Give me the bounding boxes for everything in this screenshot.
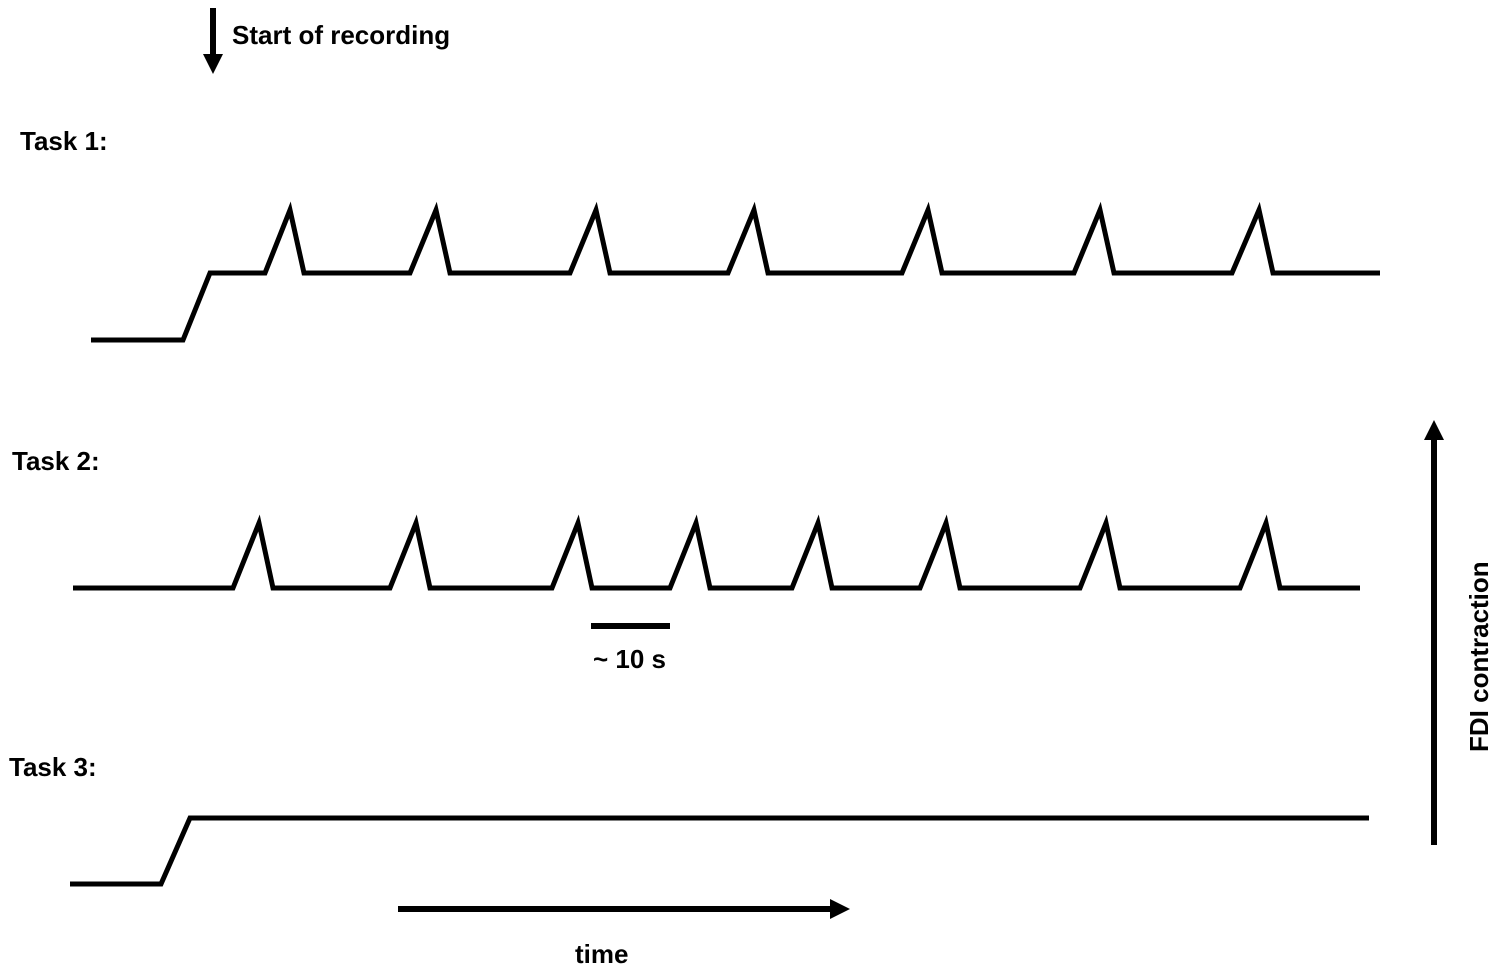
task-3-trace (70, 815, 1369, 887)
force-axis-arrow-head (1424, 420, 1444, 440)
time-axis-label: time (575, 939, 628, 969)
start-of-recording-label: Start of recording (232, 20, 450, 50)
task-1-trace (91, 201, 1380, 343)
scale-bar-label: ~ 10 s (593, 644, 666, 674)
force-axis-label: FDI contraction (1464, 561, 1494, 752)
scale-bar: ~ 10 s (591, 623, 670, 674)
task-1-label: Task 1: (20, 126, 108, 156)
task-3: Task 3: (9, 752, 1369, 887)
task-2-trace (73, 514, 1360, 591)
task-2: Task 2: ~ 10 s (12, 446, 1360, 674)
task-1: Task 1: (20, 126, 1380, 343)
task-2-label: Task 2: (12, 446, 100, 476)
start-of-recording-marker: Start of recording (203, 8, 450, 74)
task-3-label: Task 3: (9, 752, 97, 782)
time-axis-arrow-head (830, 899, 850, 919)
force-axis: FDI contraction (1424, 420, 1494, 845)
start-marker-arrow-head (203, 54, 223, 74)
time-axis: time (398, 899, 850, 969)
